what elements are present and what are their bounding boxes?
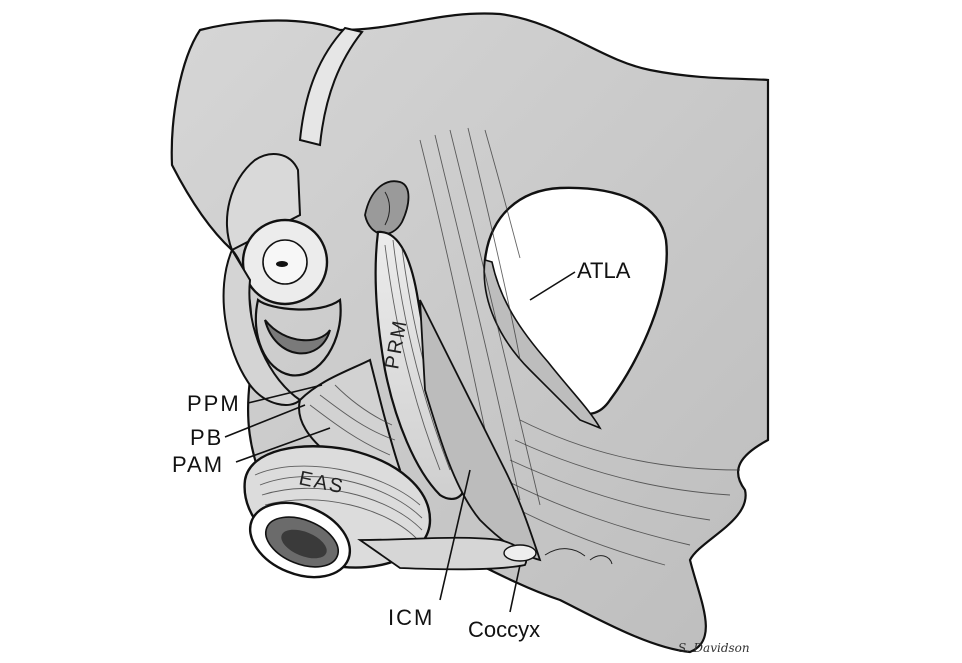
label-atla: ATLA	[577, 258, 631, 283]
label-icm: ICM	[388, 605, 434, 630]
pubic-band	[222, 247, 302, 406]
vessel-band	[298, 26, 364, 147]
icm-leader	[439, 469, 471, 601]
label-coccyx: Coccyx	[468, 617, 540, 642]
coccyx-leader	[509, 564, 521, 613]
label-pam: PAM	[172, 452, 224, 477]
pb-leader	[224, 404, 306, 438]
eas-sphincter	[243, 445, 432, 579]
icm-muscle	[419, 299, 542, 562]
atla-arch	[483, 258, 602, 430]
upper-left-tube	[225, 153, 302, 252]
urethra	[241, 218, 329, 306]
coccyx	[503, 544, 613, 565]
atla-leader	[529, 271, 576, 301]
label-ppm: PPM	[187, 391, 241, 416]
vagina-opening	[264, 319, 331, 355]
levator-fibers	[419, 127, 741, 566]
pam-leader	[235, 427, 331, 463]
label-pb: PB	[190, 425, 223, 450]
ppm-leader	[247, 384, 323, 404]
perineal-fibers	[309, 384, 396, 456]
artist-signature: S. Davidson	[678, 641, 750, 655]
